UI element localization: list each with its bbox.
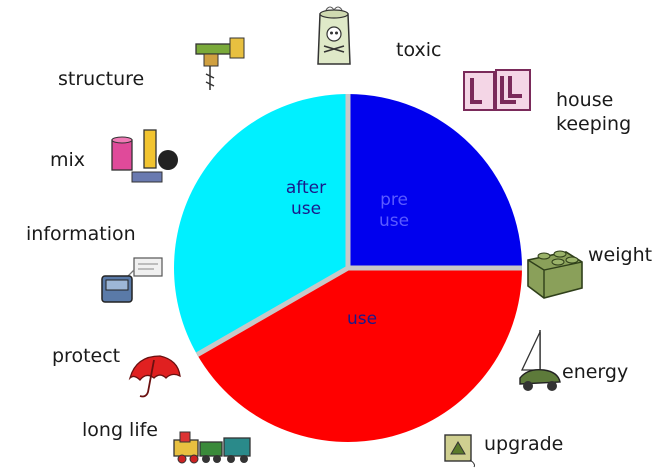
long-life-train-icon — [173, 431, 251, 464]
label-protect: protect — [52, 345, 121, 367]
pie-separator-2 — [195, 265, 350, 357]
structure-drill-icon — [195, 37, 245, 90]
pie-slice-after-use — [173, 94, 348, 355]
label-mix: mix — [50, 149, 86, 171]
pie-slice-pre-use — [348, 94, 522, 268]
label-house-keeping: house keeping — [556, 89, 632, 135]
upgrade-box-icon — [444, 434, 475, 468]
label-information: information — [26, 223, 136, 245]
pie-slice-use — [197, 268, 522, 442]
information-device-icon — [101, 257, 163, 303]
label-energy: energy — [562, 361, 629, 383]
label-weight: weight — [588, 244, 653, 266]
protect-umbrella-icon — [128, 355, 181, 398]
segment-label-pre-use: pre use — [378, 190, 410, 231]
toxic-barrel-icon — [317, 6, 351, 65]
label-toxic: toxic — [396, 39, 442, 61]
housekeeping-boxes-icon — [463, 69, 531, 111]
weight-brick-icon — [527, 250, 583, 299]
label-structure: structure — [58, 68, 145, 90]
segment-label-after-use: after use — [285, 178, 327, 219]
energy-sailcar-icon — [519, 330, 561, 391]
label-upgrade: upgrade — [484, 433, 564, 455]
label-long-life: long life — [82, 419, 158, 441]
segment-label-use: use — [346, 309, 378, 329]
mix-shapes-icon — [111, 129, 178, 183]
